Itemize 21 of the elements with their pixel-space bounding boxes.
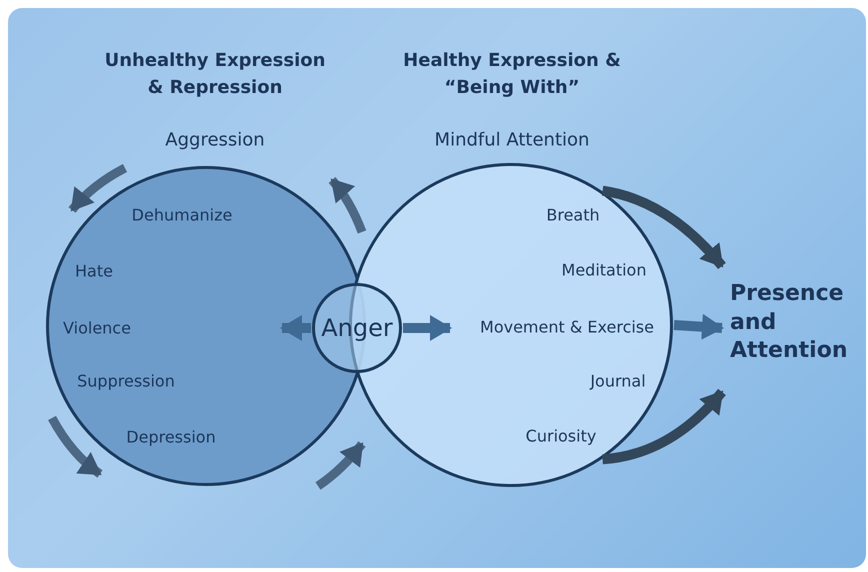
item-label: Hate (75, 262, 113, 280)
item-label: Journal (590, 372, 646, 390)
arrow (674, 314, 724, 340)
arrow (602, 186, 726, 270)
item-label: Suppression (77, 372, 175, 390)
item-label: Movement & Exercise (480, 318, 654, 336)
arrow (602, 388, 726, 464)
item-label: Breath (546, 206, 600, 224)
arrow (280, 315, 311, 341)
circle-title: Aggression (165, 130, 265, 150)
item-label: Violence (63, 318, 131, 338)
arrow (403, 315, 452, 341)
center-label: Anger (321, 314, 393, 342)
item-label: Dehumanize (132, 206, 232, 224)
heading: Healthy Expression & “Being With” (402, 49, 622, 100)
heading: Unhealthy Expression & Repression (104, 49, 326, 100)
item-label: Meditation (562, 260, 646, 280)
outcome-label: Presence and Attention (730, 280, 855, 366)
circle-title: Mindful Attention (434, 130, 590, 150)
item-label: Curiosity (526, 426, 596, 446)
item-label: Depression (126, 428, 216, 446)
